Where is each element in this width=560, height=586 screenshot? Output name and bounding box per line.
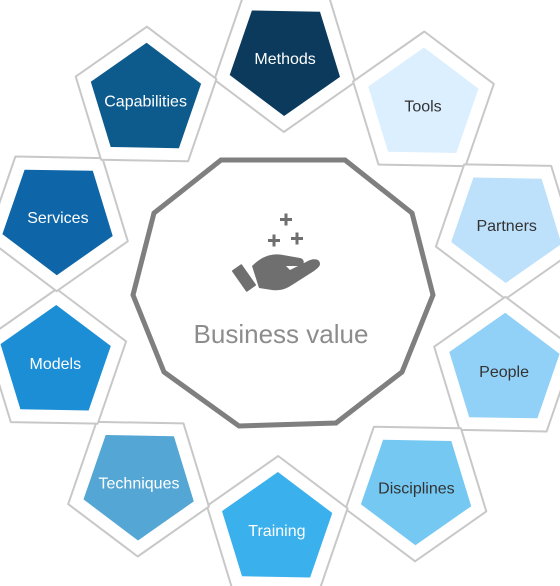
hand-sparkles-icon bbox=[232, 213, 320, 292]
node-label: Tools bbox=[404, 99, 441, 116]
center-decagon bbox=[130, 157, 436, 429]
node-label: People bbox=[479, 364, 529, 381]
node-shape bbox=[2, 169, 113, 276]
node-methods: Methods bbox=[213, 0, 357, 133]
node-label: Techniques bbox=[99, 476, 180, 493]
node-shape bbox=[0, 305, 111, 411]
node-shape bbox=[449, 312, 560, 419]
node-label: Methods bbox=[254, 51, 315, 68]
node-shape bbox=[90, 42, 202, 149]
node-shape bbox=[229, 10, 340, 116]
center-label: Business value bbox=[194, 319, 369, 349]
node-label: Partners bbox=[476, 218, 536, 235]
node-training: Training bbox=[205, 455, 349, 586]
node-people: People bbox=[433, 295, 560, 433]
node-techniques: Techniques bbox=[67, 420, 210, 558]
node-label: Capabilities bbox=[104, 94, 187, 111]
node-services: Services bbox=[0, 155, 129, 293]
center-hub bbox=[130, 157, 436, 429]
node-label: Disciplines bbox=[378, 480, 454, 497]
node-shape bbox=[451, 177, 560, 283]
node-shape bbox=[222, 472, 333, 578]
node-tools: Tools bbox=[352, 30, 495, 168]
node-partners: Partners bbox=[434, 163, 560, 300]
node-shape bbox=[368, 47, 479, 153]
node-shape bbox=[360, 439, 472, 546]
node-shape bbox=[83, 435, 194, 541]
node-label: Training bbox=[248, 523, 305, 540]
node-label: Models bbox=[30, 356, 82, 373]
node-models: Models bbox=[0, 288, 128, 425]
node-label: Services bbox=[27, 210, 88, 227]
node-capabilities: Capabilities bbox=[74, 25, 218, 163]
node-disciplines: Disciplines bbox=[344, 425, 488, 563]
